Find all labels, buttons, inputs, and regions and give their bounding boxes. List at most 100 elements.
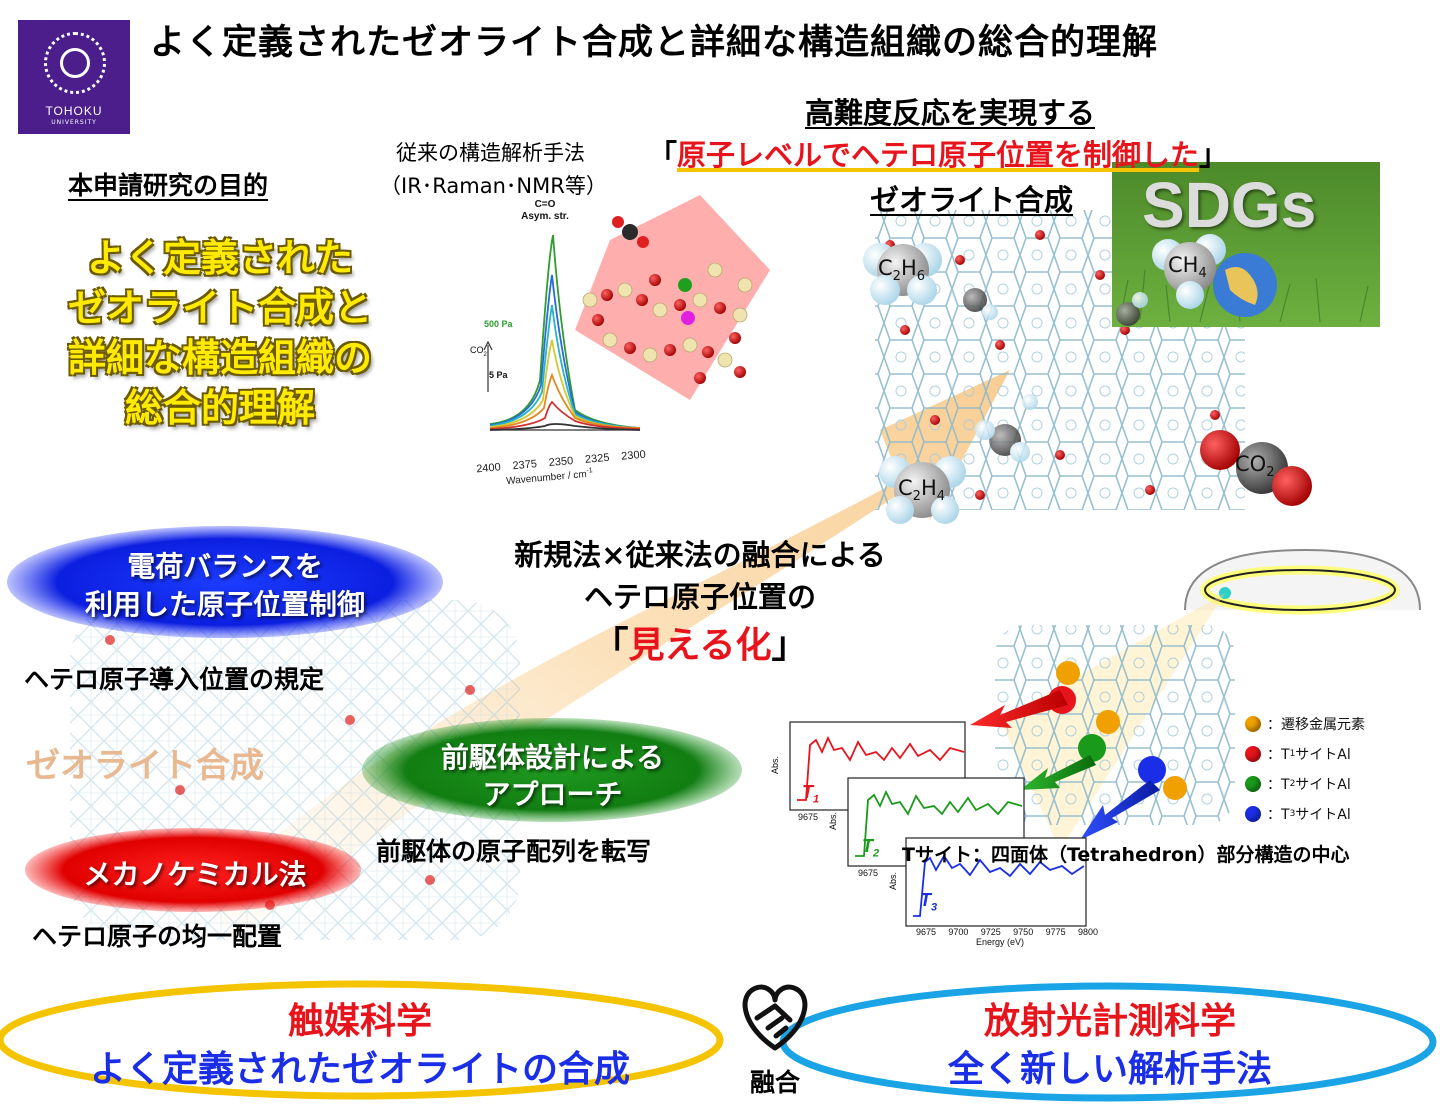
zeolite-synthesis-label: ゼオライト合成 [26,746,264,786]
ir-tick: 2400 [475,461,502,476]
synchrotron-science-title: 放射光計測科学 [983,1001,1236,1042]
precursor-caption: 前駆体の原子配列を転写 [376,837,652,866]
formula-sub: 2 [1266,465,1275,481]
charge-balance-oval [7,526,443,638]
xafs-t2-ylabel: Abs. [828,811,839,831]
t-label: T [920,890,931,910]
xafs-t3-label: T3 [920,890,937,914]
legend-prefix: ：T [1267,747,1290,763]
ir-tick: 2300 [620,448,647,463]
legend-sub: 3 [1289,809,1296,819]
mechanochemical-caption: ヘテロ原子の均一配置 [32,922,283,951]
t-sub: 2 [873,847,880,860]
t-sub: 3 [931,901,938,914]
xafs-panel-t3 [905,837,1087,927]
logo-name: TOHOKU [45,104,103,118]
ir-gas-label: CO2 [470,345,487,358]
purpose-line-1: よく定義された [86,236,353,280]
t-label: T [802,782,813,802]
xafs-t1-ylabel: Abs. [770,755,781,775]
xafs-t2-tick: 9675 [858,868,879,878]
formula-sub: 4 [936,489,946,505]
c2h6-label: C2H6 [878,256,925,284]
charge-balance-line-2: 利用した原子位置制御 [84,588,365,621]
legend-label: 遷移金属元素 [1281,717,1365,733]
goal-quote-open: 「 [648,138,678,172]
co2-label: CO2 [1235,452,1274,480]
legend-transition-metal: ：遷移金属元素 [1245,714,1365,734]
t-sub: 1 [813,793,820,806]
fusion-line-1: 新規法×従来法の融合による [514,538,886,572]
precursor-line-2: アプローチ [482,778,623,811]
logo-emblem-icon [44,32,106,94]
formula-sub: 2 [912,489,921,505]
ir-peak-label: C=O Asym. str. [510,199,580,223]
mechano-oval [25,828,361,912]
xafs-tick: 9675 [916,927,937,937]
ir-highlight [575,195,770,400]
t-site-atoms [1048,661,1187,800]
xafs-t1-label: T1 [802,782,819,806]
synchrotron-science-subtitle: 全く新しい解析手法 [947,1049,1272,1090]
legend-sub: 2 [1289,779,1296,789]
xafs-t3-ylabel: Abs. [888,871,899,891]
formula-part: C [878,256,893,280]
xafs-xlabel: Energy (eV) [975,937,1025,947]
ir-gas-sub: 2 [483,351,487,358]
sdgs-label: SDGs [1142,169,1317,241]
formula-part: H [920,476,937,500]
legend-sub: 1 [1289,749,1296,759]
logo-subname: UNIVERSITY [51,119,97,126]
charge-balance-line-1: 電荷バランスを [127,550,323,583]
precursor-oval [362,718,742,822]
red-arrow [970,690,1068,728]
formula-part: CO [1235,452,1267,476]
ir-gas: CO [470,345,484,355]
xafs-tick: 9700 [948,927,969,937]
catalysis-subtitle: よく定義されたゼオライトの合成 [89,1049,630,1090]
formula-sub: 6 [916,269,926,285]
fusion-label: 融合 [749,1068,800,1097]
legend-prefix: ：T [1267,807,1290,823]
green-arrow [1020,755,1096,790]
c2h6-molecule [863,243,942,305]
purpose-heading: 本申請研究の目的 [68,171,269,200]
purpose-line-2: ゼオライト合成と [67,286,372,330]
ir-molecule-cluster [582,216,753,384]
formula-sub: 4 [1198,266,1207,282]
precursor-line-1: 前駆体設計による [440,741,665,774]
handshake-heart-icon [742,984,808,1051]
fusion-line-3: 「見える化」 [440,616,960,668]
xafs-t2-label: T2 [862,836,879,860]
conventional-methods-examples: （IR･Raman･NMR等） [380,174,607,198]
ir-pressure-low: 5 Pa [489,370,508,380]
t-label: T [862,836,873,856]
blue-arrow [1080,780,1160,840]
ir-peak-label-1: C=O [534,199,556,210]
catalysis-title: 触媒科学 [287,1001,432,1042]
ir-peak-label-2: Asym. str. [521,211,569,222]
blue-dot-icon [1245,806,1261,822]
synchrotron-ring [1184,548,1421,615]
goal-quote: 「原子レベルでヘテロ原子位置を制御した」 [648,132,1228,174]
orange-dot-icon [1245,716,1261,732]
fusion-close: 」 [771,625,808,666]
co2-molecule [1200,430,1312,506]
green-dot-icon [1245,776,1261,792]
purpose-line-3: 詳細な構造組織の [67,336,372,380]
legend-prefix: ： [1267,717,1281,733]
fusion-highlight: 見える化 [628,625,772,666]
conventional-methods-label: 従来の構造解析手法 [396,141,585,165]
fusion-open: 「 [592,625,629,666]
xafs-tick: 9725 [980,927,1001,937]
mechanochemical-label: メカノケミカル法 [83,858,307,891]
legend-label: サイトAl [1295,777,1351,793]
purpose-line-4: 総合的理解 [124,386,315,430]
goal-bottom: ゼオライト合成 [870,183,1074,217]
ch4-label: CH4 [1168,253,1207,281]
xafs-ticks: 9675 9700 9725 9750 9775 9800 [916,927,1098,937]
xafs-tick: 9800 [1077,927,1098,937]
xafs-tick: 9775 [1045,927,1066,937]
